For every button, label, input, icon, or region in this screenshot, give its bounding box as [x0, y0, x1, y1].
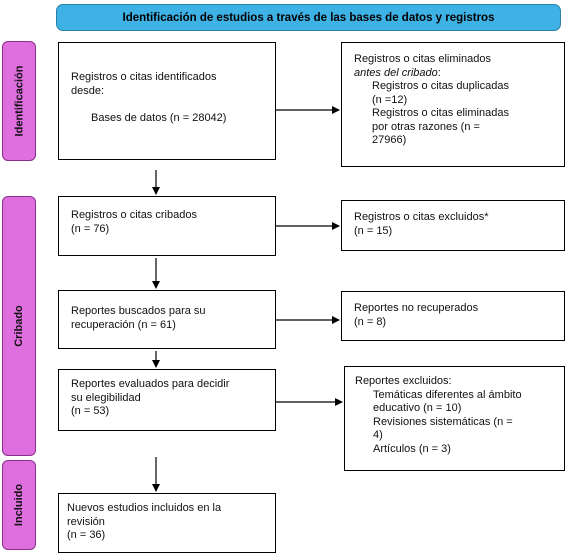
phase-identificacion: Identificación: [2, 41, 36, 161]
reports-excluded-a1: Temáticas diferentes al ámbito: [373, 388, 522, 401]
excluded-line1: Registros o citas excluidos*: [354, 211, 489, 223]
included-line1: Nuevos estudios incluidos en la: [67, 502, 222, 514]
reports-excluded-line1: Reportes excluidos:: [355, 375, 452, 387]
removed-dup-2: (n =12): [372, 93, 408, 106]
flow-header: Identificación de estudios a través de l…: [56, 4, 561, 31]
identified-line2: desde:: [71, 84, 105, 97]
flow-header-title: Identificación de estudios a través de l…: [122, 11, 495, 24]
assessed-line2: su elegibilidad: [71, 391, 141, 404]
assessed-line1: Reportes evaluados para decidir: [71, 378, 230, 390]
phase-cribado: Cribado: [2, 196, 36, 456]
sought-line1: Reportes buscados para su: [71, 305, 206, 317]
box-excluded: Registros o citas excluidos* (n = 15): [341, 200, 565, 251]
removed-line2-suffix: :: [437, 66, 441, 79]
sought-line2: recuperación (n = 61): [71, 318, 176, 331]
removed-other-3: 27966): [372, 134, 407, 146]
box-not-retrieved: Reportes no recuperados (n = 8): [341, 291, 565, 341]
included-line2: revisión: [67, 515, 105, 528]
screened-line1: Registros o citas cribados: [71, 209, 197, 221]
box-assessed: Reportes evaluados para decidir su elegi…: [58, 369, 276, 431]
removed-dup-1: Registros o citas duplicadas: [372, 80, 509, 92]
removed-other-2: por otras razones (n =: [372, 120, 480, 133]
included-line3: (n = 36): [67, 529, 106, 541]
excluded-line2: (n = 15): [354, 224, 393, 237]
screened-line2: (n = 76): [71, 222, 110, 235]
assessed-line3: (n = 53): [71, 405, 110, 417]
removed-line2: antes del cribado: [354, 66, 438, 79]
not-retrieved-line1: Reportes no recuperados: [354, 302, 479, 314]
reports-excluded-c1: Artículos (n = 3): [373, 442, 451, 455]
box-sought: Reportes buscados para su recuperación (…: [58, 290, 276, 349]
identified-line1: Registros o citas identificados: [71, 71, 217, 83]
box-screened: Registros o citas cribados (n = 76): [58, 196, 276, 256]
not-retrieved-line2: (n = 8): [354, 315, 387, 328]
removed-line1: Registros o citas eliminados: [354, 53, 491, 65]
reports-excluded-b2: 4): [373, 429, 383, 441]
box-included: Nuevos estudios incluidos en la revisión…: [58, 493, 276, 553]
identified-line3: Bases de datos (n = 28042): [91, 112, 227, 124]
phase-incluido: Incluido: [2, 460, 36, 550]
box-identified: Registros o citas identificados desde: B…: [58, 42, 276, 160]
box-reports-excluded: Reportes excluidos: Temáticas diferentes…: [344, 366, 565, 471]
reports-excluded-a2: educativo (n = 10): [373, 402, 462, 414]
box-removed: Registros o citas eliminados antes del c…: [341, 42, 565, 167]
removed-other-1: Registros o citas eliminadas: [372, 107, 509, 119]
reports-excluded-b1: Revisiones sistemáticas (n =: [373, 415, 513, 428]
